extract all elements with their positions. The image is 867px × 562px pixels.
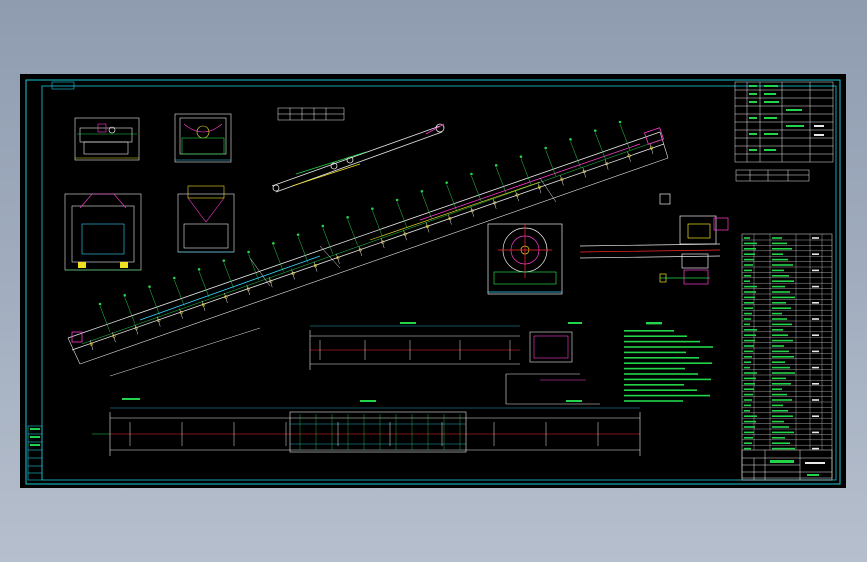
mid-right-strip-table <box>735 169 810 182</box>
upper-parts-table <box>734 81 834 163</box>
conveyor-idlers <box>89 143 654 351</box>
left-revision-labels <box>30 428 40 446</box>
title-block-text <box>770 460 825 476</box>
title-block <box>741 449 833 481</box>
cad-drawing-canvas <box>25 79 841 485</box>
top-left-tag-box <box>51 81 75 90</box>
head-drive-side-view <box>579 193 729 285</box>
technical-requirements-notes <box>624 322 713 402</box>
cad-model-viewport[interactable] <box>20 74 846 488</box>
detail-view-b <box>174 113 232 163</box>
left-revision-block <box>27 425 43 481</box>
upper-parts-table-text <box>749 85 824 151</box>
plan-view-bottom-ticks <box>122 398 599 450</box>
detail-view-c <box>64 193 142 271</box>
conveyor-callout-leaders <box>98 120 631 333</box>
belt-plan-view-middle <box>309 325 600 405</box>
plan-view-middle-ticks <box>319 322 582 360</box>
drawing-outer-border <box>25 79 841 485</box>
small-legend-table <box>277 107 345 121</box>
inclined-conveyor-main <box>67 127 669 377</box>
drive-pulley-section-view <box>487 223 563 295</box>
bill-of-materials-table <box>741 233 833 479</box>
detail-view-d <box>177 185 235 253</box>
drawing-inner-border <box>41 85 837 481</box>
belt-plan-view-bottom <box>92 407 641 456</box>
linkage-arm-view <box>271 123 445 193</box>
detail-view-a <box>74 117 140 161</box>
